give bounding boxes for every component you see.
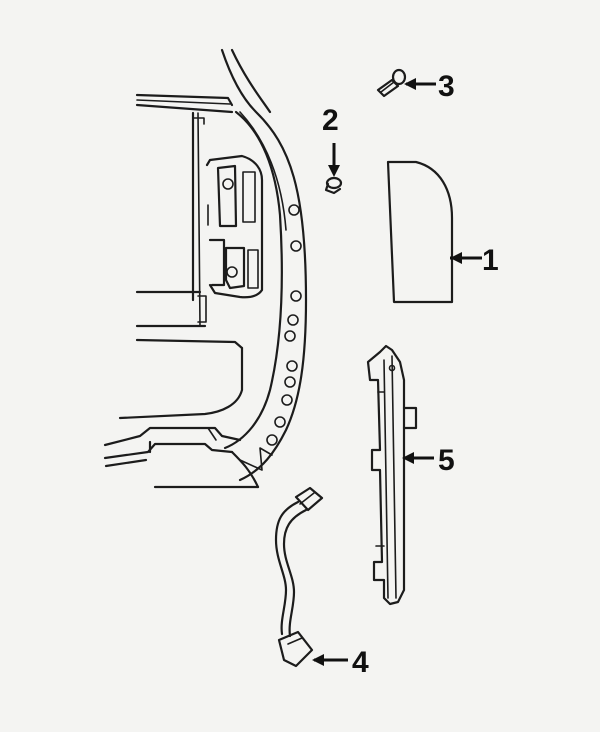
callout-arrow-4 <box>312 654 348 666</box>
part-1-lamp-lens <box>386 160 454 304</box>
part-4-wiring-harness <box>274 486 324 668</box>
callout-arrow-2 <box>328 143 340 177</box>
callout-arrow-1 <box>450 252 482 264</box>
callout-label-4: 4 <box>352 646 369 679</box>
callout-arrow-5 <box>402 452 434 464</box>
vehicle-body-outline <box>103 48 308 489</box>
callout-label-5: 5 <box>438 444 455 477</box>
callout-label-2: 2 <box>322 104 339 137</box>
part-5-lamp-housing <box>366 344 418 606</box>
callout-label-1: 1 <box>482 244 499 277</box>
callout-arrow-3 <box>404 78 436 90</box>
callout-label-3: 3 <box>438 70 455 103</box>
part-3-bolt <box>376 68 407 98</box>
part-2-screw <box>324 176 343 195</box>
pillar-holes <box>266 204 302 446</box>
